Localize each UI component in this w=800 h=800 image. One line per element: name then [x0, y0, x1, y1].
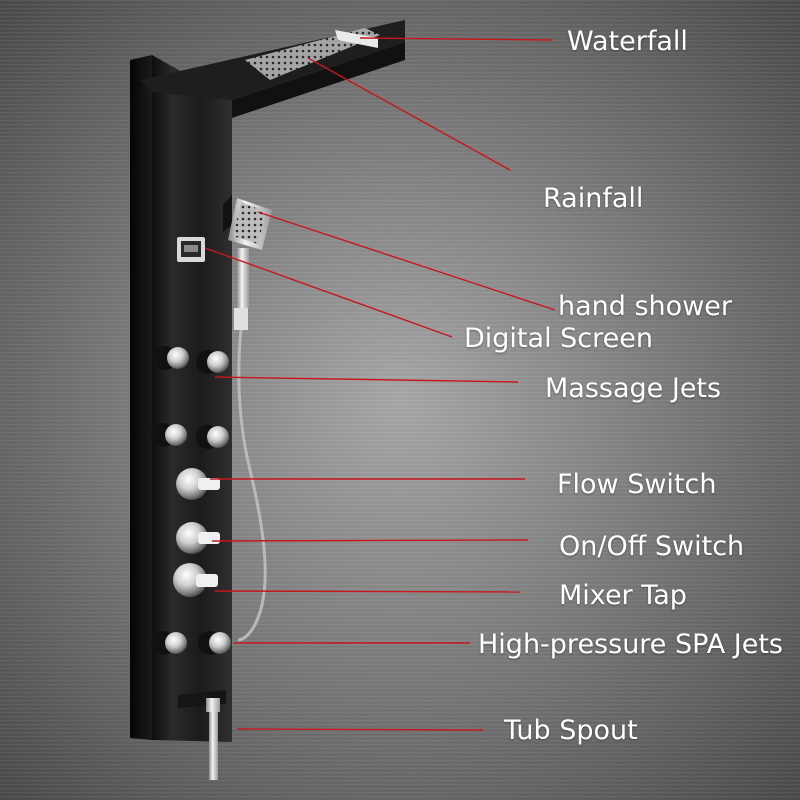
label-digital-screen: Digital Screen — [464, 323, 653, 354]
label-massage-jets: Massage Jets — [545, 373, 722, 404]
label-rainfall: Rainfall — [543, 183, 644, 214]
digital-screen-display — [177, 237, 205, 262]
callout-lines — [204, 37, 556, 731]
callout-line-mixer-tap — [214, 590, 521, 593]
label-on-off-switch: On/Off Switch — [559, 531, 745, 562]
callout-line-on-off-switch — [211, 539, 529, 542]
waterfall-outlet — [335, 30, 378, 48]
jet-nozzles — [151, 346, 231, 655]
label-flow-switch: Flow Switch — [557, 469, 717, 500]
callout-line-tub-spout — [236, 728, 484, 731]
tub-spout-fixture — [178, 690, 226, 780]
label-mixer-tap: Mixer Tap — [559, 580, 687, 611]
hand-shower-unit — [223, 195, 272, 642]
callout-line-massage-jets — [214, 376, 519, 383]
label-tub-spout: Tub Spout — [504, 715, 638, 746]
callout-line-hand-shower — [257, 211, 556, 311]
label-waterfall: Waterfall — [567, 26, 688, 57]
callout-line-waterfall — [359, 37, 553, 41]
label-spa-jets: High-pressure SPA Jets — [478, 629, 783, 660]
callout-line-digital-screen — [204, 247, 453, 338]
shower-panel — [130, 20, 405, 742]
control-knobs — [173, 468, 220, 597]
label-hand-shower: hand shower — [558, 291, 732, 322]
callout-line-rainfall — [307, 57, 511, 171]
